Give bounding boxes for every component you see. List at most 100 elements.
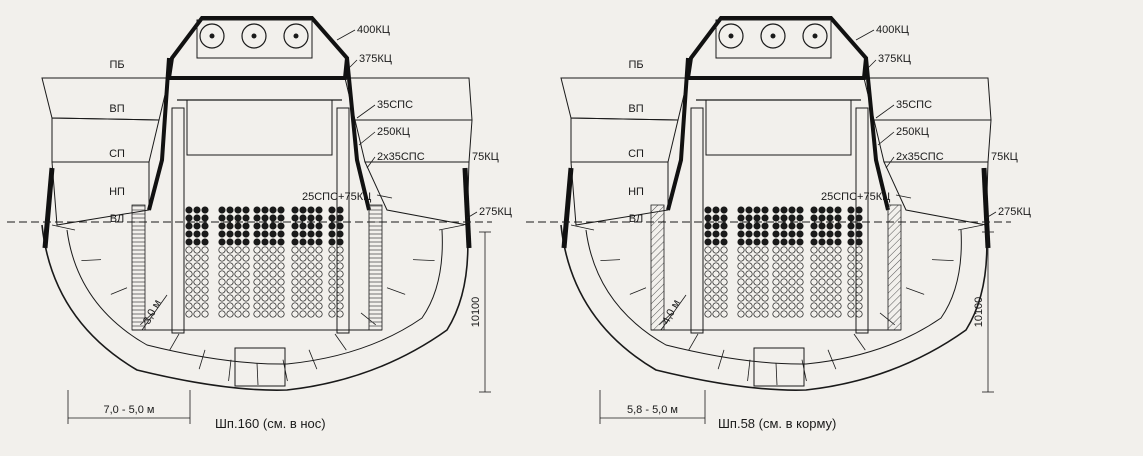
armor-label: 75КЦ (991, 151, 1018, 163)
deck-label: НП (109, 186, 125, 198)
shell-cell (261, 302, 269, 310)
shell-cell (269, 294, 277, 302)
shell-cell (761, 206, 769, 214)
shell-cell (336, 214, 344, 222)
shell-cell (737, 270, 745, 278)
shell-cell (761, 286, 769, 294)
gun-barrel-2 (760, 23, 786, 49)
keel-box (753, 347, 805, 387)
shell-cell (226, 222, 234, 230)
armor-label: 75КЦ (472, 151, 499, 163)
turret-armor-400 (685, 16, 869, 80)
hull-frame-line (81, 259, 102, 262)
shell-cell (772, 262, 780, 270)
shell-cell (810, 286, 818, 294)
shell-cell (307, 214, 315, 222)
hull-frame-line (256, 362, 259, 386)
shell-cell (315, 230, 323, 238)
shell-cell (780, 222, 788, 230)
shell-cell (780, 238, 788, 246)
shell-cell (737, 310, 745, 318)
shell-cell (291, 206, 299, 214)
shell-cell (185, 310, 193, 318)
shell-cell (826, 262, 834, 270)
shell-cell (720, 262, 728, 270)
shell-cell (315, 294, 323, 302)
shell-cell (193, 302, 201, 310)
shell-cell (261, 278, 269, 286)
shell-cell (269, 270, 277, 278)
shell-cell (234, 302, 242, 310)
gun-barrel-2 (241, 23, 267, 49)
shell-cell (810, 230, 818, 238)
shell-cell (780, 286, 788, 294)
shell-cell (307, 302, 315, 310)
shell-cell (720, 246, 728, 254)
belt-armor-left (42, 167, 55, 249)
hull-frame-line (308, 349, 318, 370)
shell-cell (261, 214, 269, 222)
shell-cell (796, 310, 804, 318)
shell-cell (299, 222, 307, 230)
shell-cell (834, 254, 842, 262)
shell-cell (307, 270, 315, 278)
shell-cell (712, 270, 720, 278)
shell-cell (277, 238, 285, 246)
shell-cell (291, 214, 299, 222)
torpedo-bulkhead-left (131, 204, 146, 331)
shell-cell (226, 294, 234, 302)
shell-cell (720, 238, 728, 246)
shell-cell (855, 238, 863, 246)
shell-cell (772, 278, 780, 286)
deck-vp-left (570, 117, 679, 163)
citadel-box (186, 99, 333, 156)
shell-cell (328, 214, 336, 222)
shell-cell (269, 302, 277, 310)
shell-cell (753, 294, 761, 302)
belt-armor-left (561, 167, 574, 249)
shell-cell (201, 254, 209, 262)
shell-cell (788, 262, 796, 270)
shell-cell (847, 246, 855, 254)
shell-cell (772, 238, 780, 246)
shell-cell (761, 230, 769, 238)
shell-cell (242, 230, 250, 238)
shell-cell (855, 246, 863, 254)
shell-cell (328, 302, 336, 310)
deck-label: СП (109, 148, 125, 160)
shell-cell (193, 278, 201, 286)
shell-cell (796, 294, 804, 302)
shell-cell (261, 246, 269, 254)
shell-cell (712, 262, 720, 270)
shell-cell (780, 214, 788, 222)
shell-cell (336, 206, 344, 214)
shell-cell (761, 278, 769, 286)
shell-cell (193, 246, 201, 254)
shell-cell (704, 302, 712, 310)
shell-cell (855, 310, 863, 318)
shell-cell (753, 278, 761, 286)
shell-cell (826, 238, 834, 246)
shell-cell (201, 206, 209, 214)
shell-cell (772, 270, 780, 278)
shell-cell (704, 310, 712, 318)
armor-label: 375КЦ (359, 53, 392, 65)
shell-cell (336, 310, 344, 318)
shell-cell (753, 222, 761, 230)
hull-outline (560, 224, 988, 391)
shell-cell (291, 270, 299, 278)
shell-cell (253, 254, 261, 262)
shell-cell (753, 310, 761, 318)
shell-cell (218, 254, 226, 262)
shell-cell (772, 230, 780, 238)
shell-cell (826, 310, 834, 318)
shell-cell (796, 206, 804, 214)
shell-cell (328, 254, 336, 262)
shell-cell (826, 278, 834, 286)
turret-armor-400 (166, 16, 350, 80)
shell-cell (720, 206, 728, 214)
shell-cell (242, 262, 250, 270)
shell-cell (328, 262, 336, 270)
shell-cell (307, 286, 315, 294)
shell-cell (780, 302, 788, 310)
